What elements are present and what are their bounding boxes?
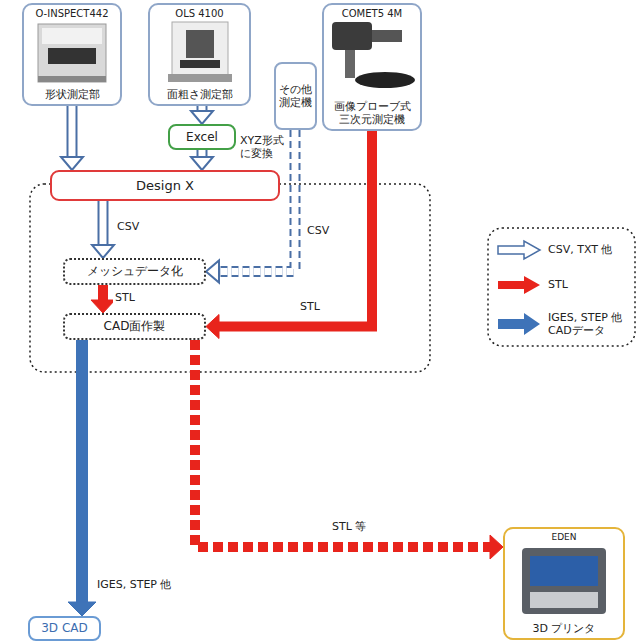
arrow-shaft bbox=[195, 340, 490, 547]
legend-entry: STL bbox=[546, 278, 636, 291]
microscope-photo bbox=[186, 30, 214, 58]
edge-label-holder: CSV bbox=[115, 220, 141, 233]
arrow-shaft bbox=[219, 131, 372, 327]
flow-arrow bbox=[92, 201, 114, 258]
note-holder: XYZ形式 に変換 bbox=[240, 134, 288, 160]
instrument-box: OLS 4100 面粗さ測定部 bbox=[148, 3, 251, 106]
arrow-head bbox=[91, 300, 115, 313]
arrow-shaft-inner bbox=[199, 150, 206, 157]
edge-label: CSV bbox=[115, 220, 141, 233]
arrow-shaft bbox=[197, 150, 208, 157]
node-text: メッシュデータ化 bbox=[87, 264, 183, 278]
flow-arrow bbox=[206, 130, 295, 283]
process-box: メッシュデータ化 bbox=[63, 258, 206, 285]
edge-label: STL bbox=[298, 300, 322, 313]
scanner-photo bbox=[355, 72, 415, 88]
scanner-photo bbox=[345, 50, 355, 78]
node-text: O-INSPECT442 bbox=[35, 8, 108, 20]
arrow-head bbox=[490, 535, 503, 559]
legend-red-arrow bbox=[498, 276, 540, 294]
machine-photo bbox=[42, 28, 102, 44]
node-text: 画像プローブ式 三次元測定機 bbox=[328, 100, 416, 126]
edge-label-holder: STL 等 bbox=[330, 520, 368, 533]
arrow-head bbox=[206, 315, 219, 339]
node-text: CAD面作製 bbox=[104, 319, 166, 333]
node-text: OLS 4100 bbox=[175, 8, 223, 20]
edge-label-holder: STL bbox=[113, 291, 137, 304]
legend-blue-arrow bbox=[498, 313, 540, 335]
flow-arrow bbox=[68, 340, 96, 616]
printer-box: EDEN 3D プリンタ bbox=[503, 527, 625, 640]
legend-text: STL bbox=[546, 278, 636, 291]
arrow-head bbox=[92, 245, 114, 258]
legend-entry: CSV, TXT 他 bbox=[546, 243, 636, 256]
node-text: COMET5 4M bbox=[342, 8, 402, 20]
microscope-photo bbox=[180, 60, 220, 68]
scanner-photo bbox=[372, 30, 402, 42]
legend-text: CSV, TXT 他 bbox=[546, 243, 636, 256]
flow-arrow bbox=[191, 106, 213, 124]
flow-arrow bbox=[91, 285, 115, 313]
arrow-shaft bbox=[98, 201, 109, 245]
conversion-note: XYZ形式 に変換 bbox=[240, 134, 288, 160]
arrow-head bbox=[68, 602, 96, 616]
arrow-shaft-inner bbox=[100, 201, 107, 245]
legend-hollow-arrow bbox=[498, 241, 540, 259]
arrow-head bbox=[191, 157, 213, 170]
scanner-photo bbox=[332, 22, 372, 50]
node-text: 3D CAD bbox=[41, 621, 88, 635]
node-text: 面粗さ測定部 bbox=[167, 88, 233, 101]
arrow-shaft bbox=[76, 340, 88, 602]
edge-label: CSV bbox=[305, 224, 331, 237]
software-box: Design X bbox=[50, 170, 280, 201]
arrow-head bbox=[61, 157, 83, 170]
legend-text: IGES, STEP 他 CADデータ bbox=[546, 311, 636, 337]
legend-frame bbox=[488, 228, 635, 346]
microscope-photo bbox=[168, 74, 232, 82]
node-text: Excel bbox=[186, 130, 218, 144]
arrow-shaft-inner bbox=[69, 106, 76, 157]
edge-label: STL bbox=[113, 291, 137, 304]
arrow-head bbox=[206, 261, 219, 283]
edge-label: STL 等 bbox=[330, 520, 368, 533]
machine-photo bbox=[38, 24, 106, 82]
edge-label-holder: IGES, STEP 他 bbox=[95, 578, 173, 591]
legend-entry: IGES, STEP 他 CADデータ bbox=[546, 311, 636, 337]
node-text: その他 測定機 bbox=[279, 83, 312, 109]
edge-label-holder: STL bbox=[298, 300, 322, 313]
printer-photo bbox=[530, 556, 598, 586]
flow-arrow bbox=[61, 106, 83, 170]
node-text: EDEN bbox=[551, 532, 576, 543]
instrument-box: O-INSPECT442 形状測定部 bbox=[22, 3, 122, 106]
printer-photo bbox=[530, 592, 598, 608]
edge-label-holder: CSV bbox=[305, 224, 331, 237]
instrument-box: その他 測定機 bbox=[274, 62, 317, 130]
node-text: Design X bbox=[136, 178, 194, 194]
node-text: 形状測定部 bbox=[45, 88, 100, 101]
flow-arrow bbox=[206, 131, 372, 339]
machine-photo bbox=[48, 48, 96, 64]
output-box: 3D CAD bbox=[28, 616, 101, 641]
arrow-head bbox=[191, 111, 213, 124]
node-text: 3D プリンタ bbox=[533, 622, 596, 635]
process-box: CAD面作製 bbox=[63, 313, 206, 340]
machine-photo bbox=[38, 76, 106, 82]
flow-arrow bbox=[191, 150, 213, 170]
microscope-photo bbox=[172, 22, 228, 80]
edge-label: IGES, STEP 他 bbox=[95, 578, 173, 591]
arrow-shaft bbox=[67, 106, 78, 157]
software-box: Excel bbox=[168, 124, 236, 150]
flow-arrow bbox=[195, 340, 503, 559]
printer-photo bbox=[522, 548, 606, 614]
instrument-box: COMET5 4M 画像プローブ式 三次元測定機 bbox=[322, 3, 422, 131]
arrow-shaft bbox=[98, 285, 108, 300]
